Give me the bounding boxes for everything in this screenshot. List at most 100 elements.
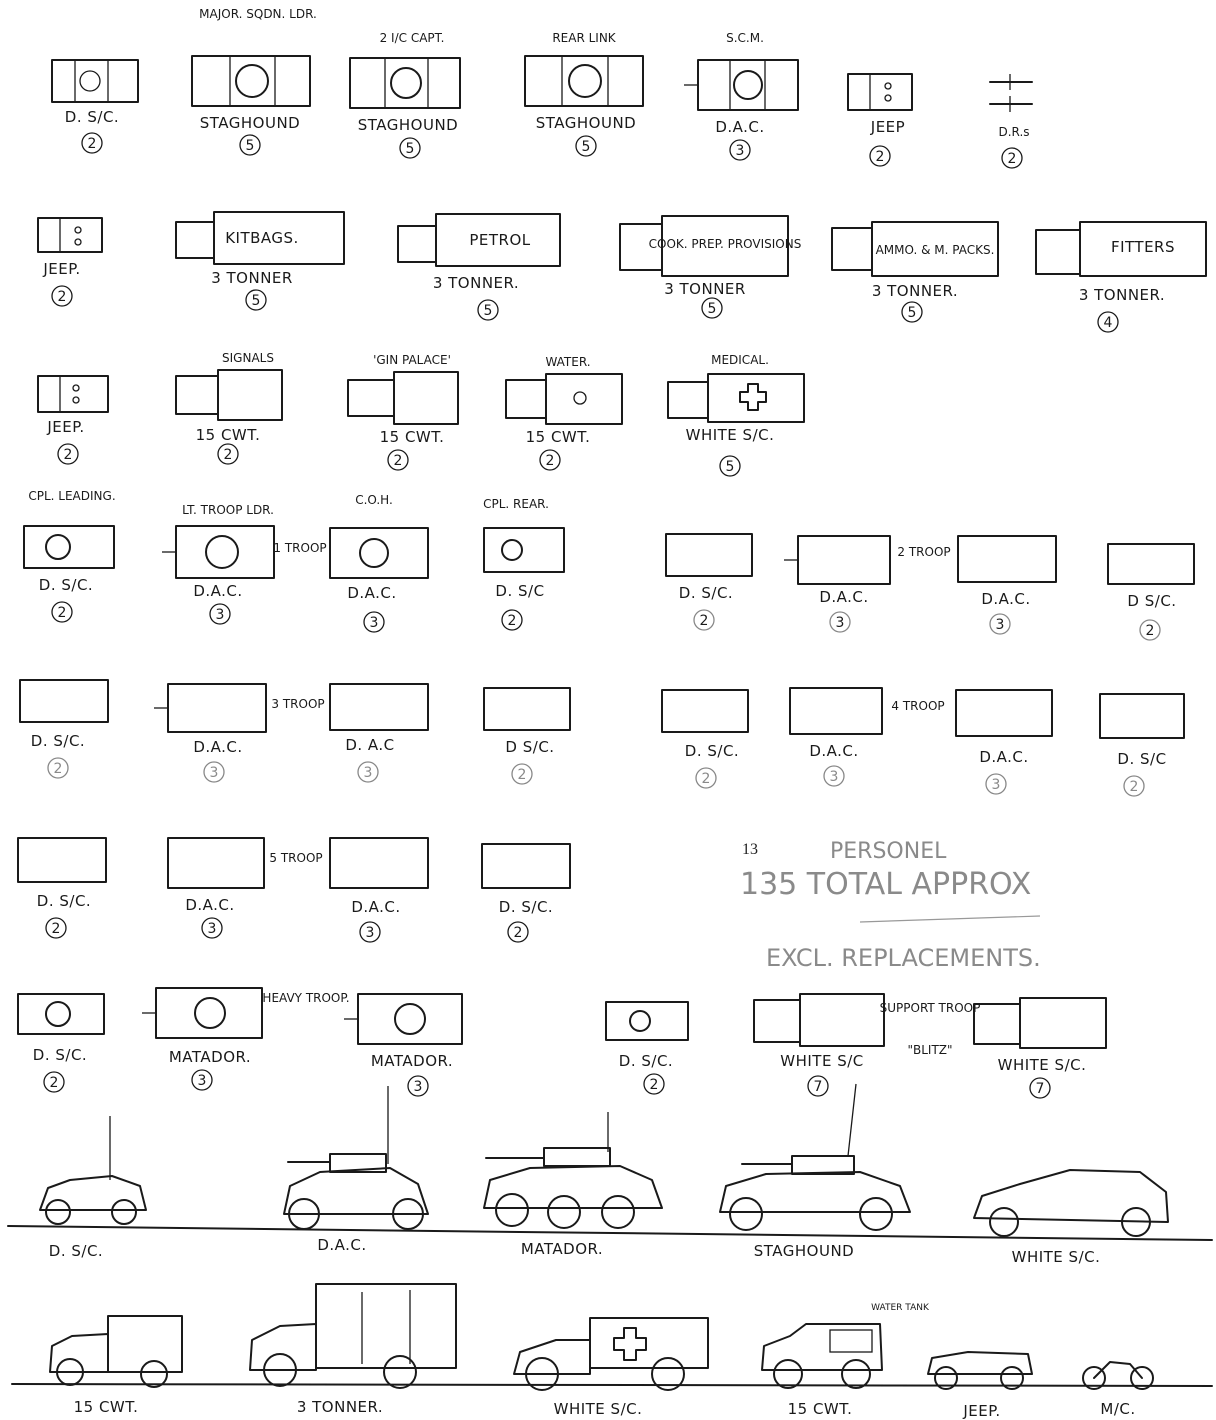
- count: 2: [50, 1075, 59, 1091]
- vehicle-3-tonner-cook: COOK. PREP. PROVISIONS 3 TONNER 5: [620, 216, 801, 318]
- support-troop-text: SUPPORT TROOP: [880, 1001, 981, 1015]
- label-top: MEDICAL.: [711, 353, 769, 367]
- label: 3 TONNER.: [872, 282, 958, 300]
- label: D. S/C.: [33, 1046, 87, 1064]
- vehicle-outline-r5-4: D S/C. 2: [484, 688, 570, 784]
- label: STAGHOUND: [200, 114, 300, 132]
- count: 5: [726, 459, 735, 475]
- label: WHITE S/C.: [1012, 1248, 1101, 1266]
- label-top: SIGNALS: [222, 351, 274, 365]
- count: 3: [216, 607, 225, 623]
- label: D.A.C.: [809, 742, 858, 760]
- label: D.R.s: [998, 125, 1029, 139]
- blitz-text: "BLITZ": [907, 1043, 952, 1057]
- vehicle-15cwt-gin-palace: 'GIN PALACE' 15 CWT. 2: [348, 353, 458, 470]
- label: MATADOR.: [371, 1052, 453, 1070]
- label-top: MAJOR. SQDN. LDR.: [199, 7, 317, 21]
- label: D. S/C: [1117, 750, 1166, 768]
- label: D.A.C.: [317, 1236, 366, 1254]
- cargo-label: KITBAGS.: [225, 229, 299, 247]
- vehicle-outline-r5-7: D.A.C. 3: [956, 690, 1052, 794]
- count: 3: [208, 921, 217, 937]
- label: STAGHOUND: [754, 1242, 854, 1260]
- side-white-sc: WHITE S/C.: [974, 1170, 1168, 1266]
- count: 4: [1104, 315, 1113, 331]
- label: D.A.C.: [193, 582, 242, 600]
- row3: JEEP. 2 SIGNALS 15 CWT. 2 'GIN PALACE' 1…: [38, 351, 804, 476]
- count: 2: [58, 289, 67, 305]
- vehicle-outline-r4-5: D. S/C. 2: [666, 534, 752, 630]
- cargo-label: AMMO. & M. PACKS.: [876, 243, 995, 257]
- label: D.A.C.: [193, 738, 242, 756]
- label: 3 TONNER: [664, 280, 746, 298]
- label: WHITE S/C: [780, 1052, 864, 1070]
- label: D. S/C.: [39, 576, 93, 594]
- troop-marker: 5 TROOP: [269, 851, 322, 865]
- side-15cwt-water: WATER TANK 15 CWT.: [762, 1303, 930, 1418]
- label: MATADOR.: [521, 1240, 603, 1258]
- vehicle-3-tonner-petrol: PETROL 3 TONNER. 5: [398, 214, 560, 320]
- side-view-row1: D. S/C. D.A.C. MATADOR. STAGHOUN: [8, 1084, 1212, 1266]
- side-dac: D.A.C.: [284, 1086, 428, 1254]
- vehicle-jeep-r1: JEEP 2: [848, 74, 912, 166]
- page-number: 13: [742, 841, 758, 858]
- side-ds-c: D. S/C.: [40, 1116, 146, 1260]
- label: D. S/C.: [31, 732, 85, 750]
- label: 15 CWT.: [526, 428, 591, 446]
- troop-label-1: 1 TROOP: [273, 541, 326, 555]
- label: D.A.C.: [981, 590, 1030, 608]
- troop-marker: 2 TROOP: [897, 545, 950, 559]
- label: JEEP: [870, 118, 905, 136]
- count: 3: [996, 617, 1005, 633]
- label: D.A.C.: [347, 584, 396, 602]
- count: 3: [210, 765, 219, 781]
- label: 3 TONNER.: [1079, 286, 1165, 304]
- label: MATADOR.: [169, 1048, 251, 1066]
- note-line3: EXCL. REPLACEMENTS.: [766, 944, 1041, 972]
- label: WHITE S/C.: [554, 1400, 643, 1418]
- count: 7: [1036, 1081, 1045, 1097]
- count: 5: [406, 141, 415, 157]
- label: D.A.C.: [351, 898, 400, 916]
- label: STAGHOUND: [536, 114, 636, 132]
- count: 5: [484, 303, 493, 319]
- count: 5: [252, 293, 261, 309]
- label: 15 CWT.: [74, 1398, 139, 1416]
- vehicle-outline-r6-4: D. S/C. 2: [482, 844, 570, 942]
- label: D. S/C.: [679, 584, 733, 602]
- count: 2: [546, 453, 555, 469]
- troop-label-4: 4 TROOP: [891, 699, 944, 713]
- cargo-label: COOK. PREP. PROVISIONS: [649, 237, 802, 251]
- vehicle-3-tonner-kitbags: KITBAGS. 3 TONNER 5: [176, 212, 344, 310]
- vehicle-ds-c-cpl-leading: CPL. LEADING. D. S/C. 2: [24, 489, 116, 622]
- side-motorcycle: M/C.: [1083, 1362, 1153, 1418]
- label: D S/C.: [1127, 592, 1176, 610]
- vehicle-outline-r4-7: D.A.C. 3: [958, 536, 1056, 634]
- count: 2: [518, 767, 527, 783]
- label-top: 'GIN PALACE': [373, 353, 451, 367]
- label: D.A.C.: [185, 896, 234, 914]
- row7: D. S/C. 2 MATADOR. 3 HEAVY TROOP. MATADO…: [18, 988, 1106, 1098]
- count: 2: [650, 1077, 659, 1093]
- vehicle-15cwt-signals: SIGNALS 15 CWT. 2: [176, 351, 282, 464]
- label: D. A.C: [345, 736, 394, 754]
- vehicle-outline-r5-6: D.A.C. 3: [790, 688, 882, 786]
- side-view-row2: 15 CWT. 3 TONNER. WHITE S/C. WATER TANK …: [12, 1284, 1212, 1420]
- troop-marker: 1 TROOP: [273, 541, 326, 555]
- label: D. S/C.: [49, 1242, 103, 1260]
- troop-marker: 3 TROOP: [271, 697, 324, 711]
- count: 2: [224, 447, 233, 463]
- vehicle-dac-lt-troop-ldr: LT. TROOP LDR. D.A.C. 3: [162, 503, 274, 624]
- label: M/C.: [1100, 1400, 1135, 1418]
- label: 3 TONNER.: [297, 1398, 383, 1416]
- side-3-tonner: 3 TONNER.: [250, 1284, 456, 1416]
- vehicle-outline-r5-5: D. S/C. 2: [662, 690, 748, 788]
- vehicle-outline-r6-3: D.A.C. 3: [330, 838, 428, 942]
- count: 2: [1130, 779, 1139, 795]
- label: D S/C.: [505, 738, 554, 756]
- vehicle-white-sc-medical: MEDICAL. WHITE S/C. 5: [668, 353, 804, 476]
- label-top: CPL. REAR.: [483, 497, 549, 511]
- count: 2: [514, 925, 523, 941]
- vehicle-3-tonner-ammo: AMMO. & M. PACKS. 3 TONNER. 5: [832, 222, 998, 322]
